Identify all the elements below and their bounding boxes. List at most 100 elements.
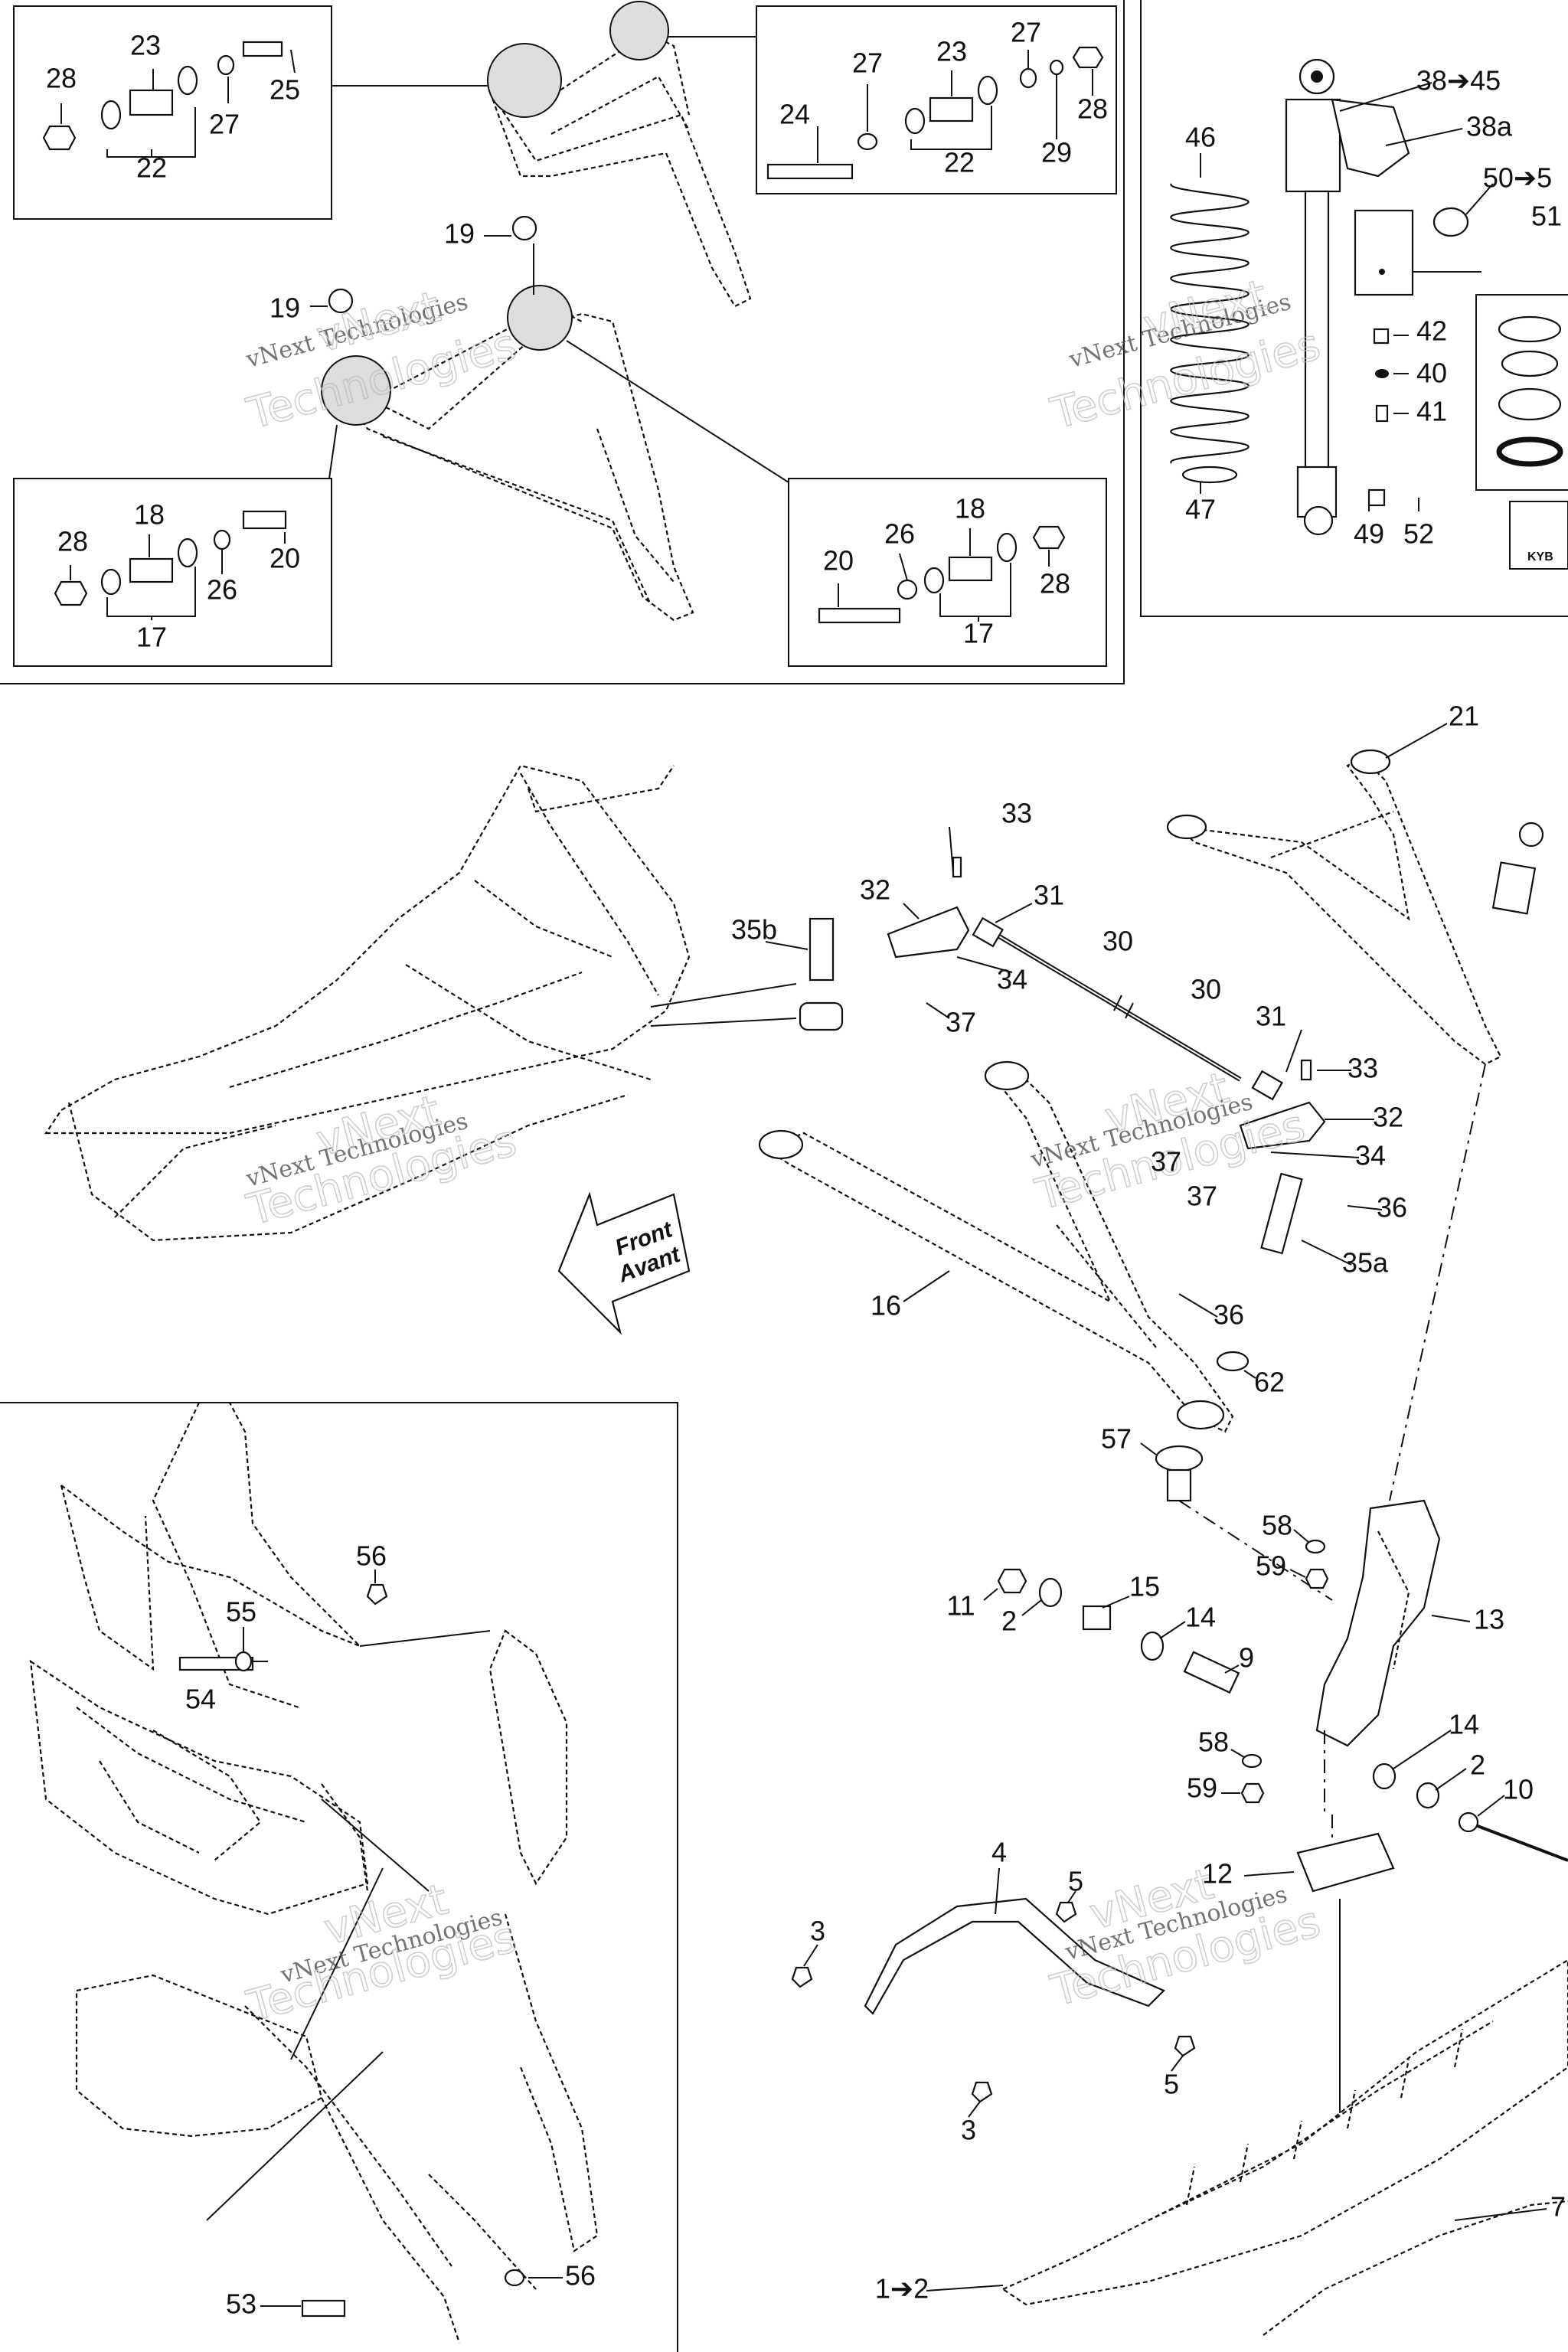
- callout-68: 58: [1198, 1726, 1229, 1758]
- callout-6: 23: [936, 36, 967, 67]
- callout-59: 55: [226, 1596, 256, 1628]
- spring: [1170, 153, 1250, 494]
- callout-70: 59: [1187, 1772, 1217, 1804]
- upper-a-arm-installed: [1166, 723, 1544, 1501]
- callout-25: 38a: [1466, 111, 1513, 142]
- callout-3: 27: [209, 109, 240, 140]
- callout-75: 3: [810, 1916, 825, 1947]
- callout-30: 40: [1416, 358, 1447, 389]
- callout-72: 12: [1202, 1858, 1233, 1890]
- callout-10: 22: [944, 147, 975, 178]
- callout-21: 20: [823, 545, 854, 577]
- callout-55: 57: [1101, 1423, 1132, 1455]
- callout-53: 36: [1214, 1299, 1244, 1331]
- callout-19: 18: [955, 493, 985, 524]
- callout-44: 31: [1256, 1001, 1286, 1032]
- callout-34: 52: [1403, 518, 1434, 550]
- inset-lower-arm-bushing-right: [788, 478, 1107, 667]
- callout-26: 46: [1185, 122, 1216, 153]
- callout-18: 17: [136, 622, 167, 653]
- callout-64: 13: [1474, 1604, 1504, 1635]
- callout-63: 14: [1185, 1602, 1216, 1633]
- lower-a-arm: [310, 215, 789, 622]
- callout-65: 9: [1239, 1642, 1254, 1674]
- callout-33: 49: [1354, 518, 1384, 550]
- callout-71: 10: [1503, 1774, 1534, 1805]
- callout-48: 34: [1355, 1140, 1386, 1171]
- callout-23: 17: [963, 618, 994, 649]
- callout-42: 30: [1191, 974, 1221, 1005]
- callout-9: 28: [1077, 93, 1108, 125]
- callout-31: 41: [1416, 396, 1447, 427]
- inset-upper-arm-bushing-right: [756, 5, 1117, 194]
- chassis-mount-assembly: [29, 1402, 599, 2344]
- lower-a-arm-installed: [758, 1060, 1333, 1601]
- callout-40: 30: [1102, 926, 1133, 957]
- callout-57: 59: [1256, 1550, 1286, 1582]
- callout-32: 47: [1185, 494, 1216, 525]
- callout-60: 11: [946, 1590, 975, 1622]
- callout-8: 24: [779, 99, 810, 130]
- callout-39: 35b: [731, 914, 777, 946]
- callout-41: 34: [997, 964, 1027, 995]
- callout-5: 27: [1011, 17, 1041, 48]
- callout-78: 7: [1550, 2191, 1566, 2223]
- callout-81: 53: [226, 2288, 256, 2320]
- front-suspension-assembly: [44, 764, 797, 1242]
- callout-0: 28: [46, 63, 77, 94]
- callout-46: 32: [1373, 1102, 1403, 1133]
- callout-35: 21: [1449, 701, 1479, 732]
- callout-20: 26: [884, 518, 915, 550]
- kyb-brand-mark: KYB: [1527, 550, 1553, 564]
- callout-16: 20: [270, 543, 300, 574]
- callout-29: 42: [1416, 315, 1447, 347]
- callout-52: 16: [871, 1290, 901, 1321]
- callout-1: 23: [130, 30, 161, 61]
- callout-58: 56: [356, 1540, 387, 1572]
- front-direction-arrow: Front Avant: [557, 1191, 691, 1335]
- callout-24: 38➔45: [1416, 65, 1501, 96]
- callout-7: 27: [852, 47, 883, 79]
- ski: [791, 1815, 1568, 2336]
- kyb-logo-box: [1509, 501, 1568, 570]
- callout-51: 35a: [1342, 1247, 1389, 1279]
- callout-4: 22: [136, 152, 167, 184]
- callout-11: 29: [1041, 137, 1072, 168]
- callout-61: 15: [1129, 1571, 1160, 1602]
- callout-43: 37: [946, 1007, 976, 1038]
- callout-69: 2: [1470, 1749, 1485, 1781]
- callout-28: 51: [1531, 201, 1562, 232]
- callout-22: 28: [1040, 568, 1070, 599]
- callout-66: 54: [185, 1684, 216, 1715]
- callout-14: 28: [57, 526, 88, 557]
- callout-45: 33: [1348, 1053, 1378, 1084]
- callout-13: 19: [270, 292, 300, 324]
- inset-hardware: [42, 41, 1104, 624]
- callout-15: 18: [134, 499, 165, 531]
- shock-absorber: KYB: [1170, 58, 1568, 570]
- callout-47: 37: [1151, 1146, 1181, 1178]
- callout-17: 26: [207, 574, 237, 606]
- callout-54: 62: [1254, 1367, 1285, 1398]
- callout-36: 33: [1001, 798, 1032, 829]
- callout-80: 1➔2: [875, 2273, 929, 2305]
- callout-12: 19: [444, 218, 475, 250]
- callout-67: 14: [1449, 1709, 1479, 1740]
- callout-76: 5: [1164, 2069, 1179, 2100]
- callout-77: 3: [961, 2115, 976, 2146]
- callout-79: 56: [565, 2260, 596, 2292]
- callout-74: 5: [1068, 1866, 1083, 1897]
- inset-upper-arm-bushing-left: [13, 5, 332, 220]
- callout-49: 37: [1187, 1181, 1217, 1212]
- callout-2: 25: [270, 74, 300, 106]
- callout-38: 31: [1034, 880, 1064, 911]
- callout-50: 36: [1377, 1192, 1407, 1223]
- spindle: [983, 1499, 1568, 1862]
- sway-bar: [765, 826, 1383, 1318]
- callout-62: 2: [1001, 1606, 1017, 1637]
- callout-56: 58: [1262, 1510, 1292, 1541]
- callout-37: 32: [860, 874, 890, 906]
